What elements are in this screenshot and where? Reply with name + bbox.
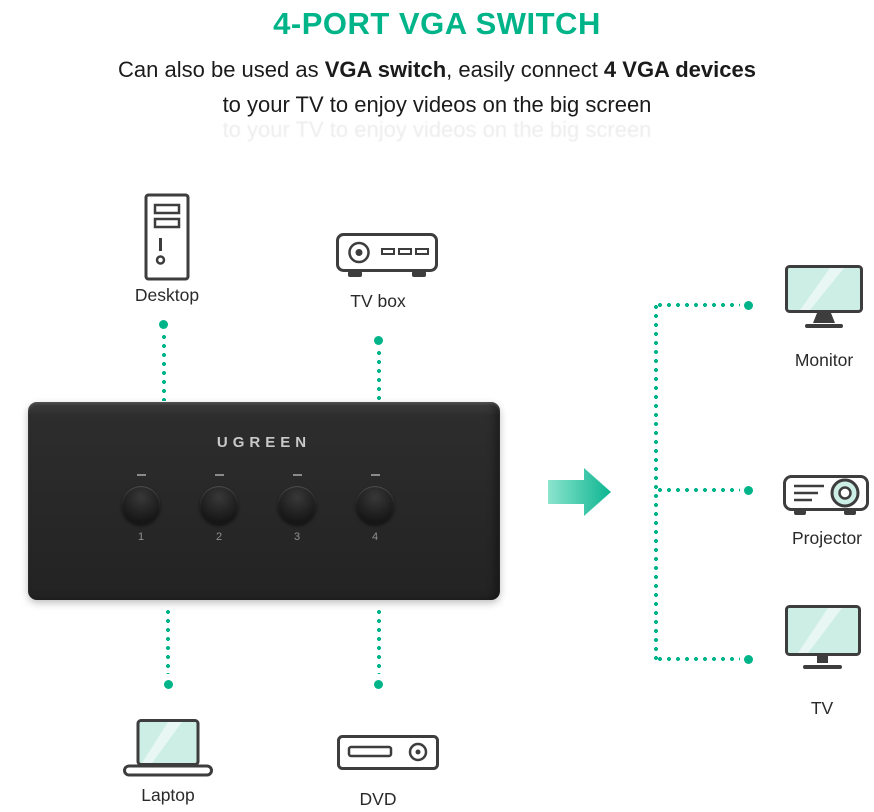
- switch-port-4: 4: [356, 474, 394, 543]
- connector-dot: [163, 680, 173, 689]
- tv-icon: [784, 604, 862, 674]
- subtitle-text: , easily connect: [446, 57, 604, 82]
- connector-dot: [374, 336, 383, 345]
- subtitle-line-1: Can also be used as VGA switch, easily c…: [0, 57, 874, 83]
- dotted-connector-tv: [656, 657, 740, 661]
- connector-dot: [744, 485, 753, 495]
- arrow-right-icon: [548, 467, 612, 517]
- led-indicator: [214, 474, 224, 476]
- subtitle-bold-4-vga-devices: 4 VGA devices: [603, 57, 756, 82]
- projector-icon: [782, 468, 870, 520]
- device-label-desktop: Desktop: [134, 285, 200, 305]
- monitor-icon: [784, 264, 864, 330]
- dotted-connector-monitor: [656, 303, 740, 307]
- device-label-monitor: Monitor: [794, 350, 854, 370]
- port-number: 1: [137, 531, 145, 543]
- dotted-connector-laptop: [166, 608, 170, 674]
- device-label-tv: TV: [810, 698, 834, 718]
- switch-port-2: 2: [200, 474, 238, 543]
- laptop-icon: [122, 718, 214, 778]
- port-number: 4: [371, 531, 379, 543]
- switch-button-3: [278, 486, 316, 524]
- dotted-connector-tv-box: [376, 349, 381, 401]
- switch-port-3: 3: [278, 474, 316, 543]
- desktop-tower-icon: [143, 192, 191, 284]
- dotted-connector-dvd: [376, 608, 381, 674]
- ghost-text: to your TV to enjoy videos on the big sc…: [222, 117, 652, 142]
- led-indicator: [292, 474, 302, 476]
- dotted-connector-projector: [656, 488, 740, 492]
- device-label-laptop: Laptop: [141, 785, 195, 805]
- dotted-connector-bracket: [653, 303, 658, 661]
- switch-button-4: [356, 486, 394, 524]
- switch-button-2: [200, 486, 238, 524]
- brand-logo: UGREEN: [216, 434, 312, 451]
- subtitle-bold-vga-switch: VGA switch: [324, 57, 447, 82]
- connector-dot: [374, 680, 383, 689]
- dotted-connector-desktop: [161, 333, 166, 401]
- subtitle-text: Can also be used as: [118, 57, 325, 82]
- vga-switch-device: UGREEN 1 2 3 4: [28, 402, 500, 600]
- dvd-player-icon: [336, 734, 440, 774]
- device-label-tv-box: TV box: [350, 291, 406, 311]
- tv-box-icon: [335, 232, 439, 280]
- port-number: 3: [293, 531, 301, 543]
- connector-dot: [159, 320, 168, 329]
- led-indicator: [136, 474, 146, 476]
- device-label-projector: Projector: [791, 528, 863, 548]
- led-indicator: [370, 474, 380, 476]
- switch-button-1: [122, 486, 160, 524]
- connector-dot: [744, 654, 753, 664]
- device-label-dvd: DVD: [359, 789, 397, 809]
- page-title: 4-PORT VGA SWITCH: [273, 6, 601, 41]
- switch-port-1: 1: [122, 474, 160, 543]
- port-number: 2: [215, 531, 223, 543]
- connector-dot: [744, 300, 753, 310]
- subtitle-line-2: to your TV to enjoy videos on the big sc…: [222, 92, 652, 117]
